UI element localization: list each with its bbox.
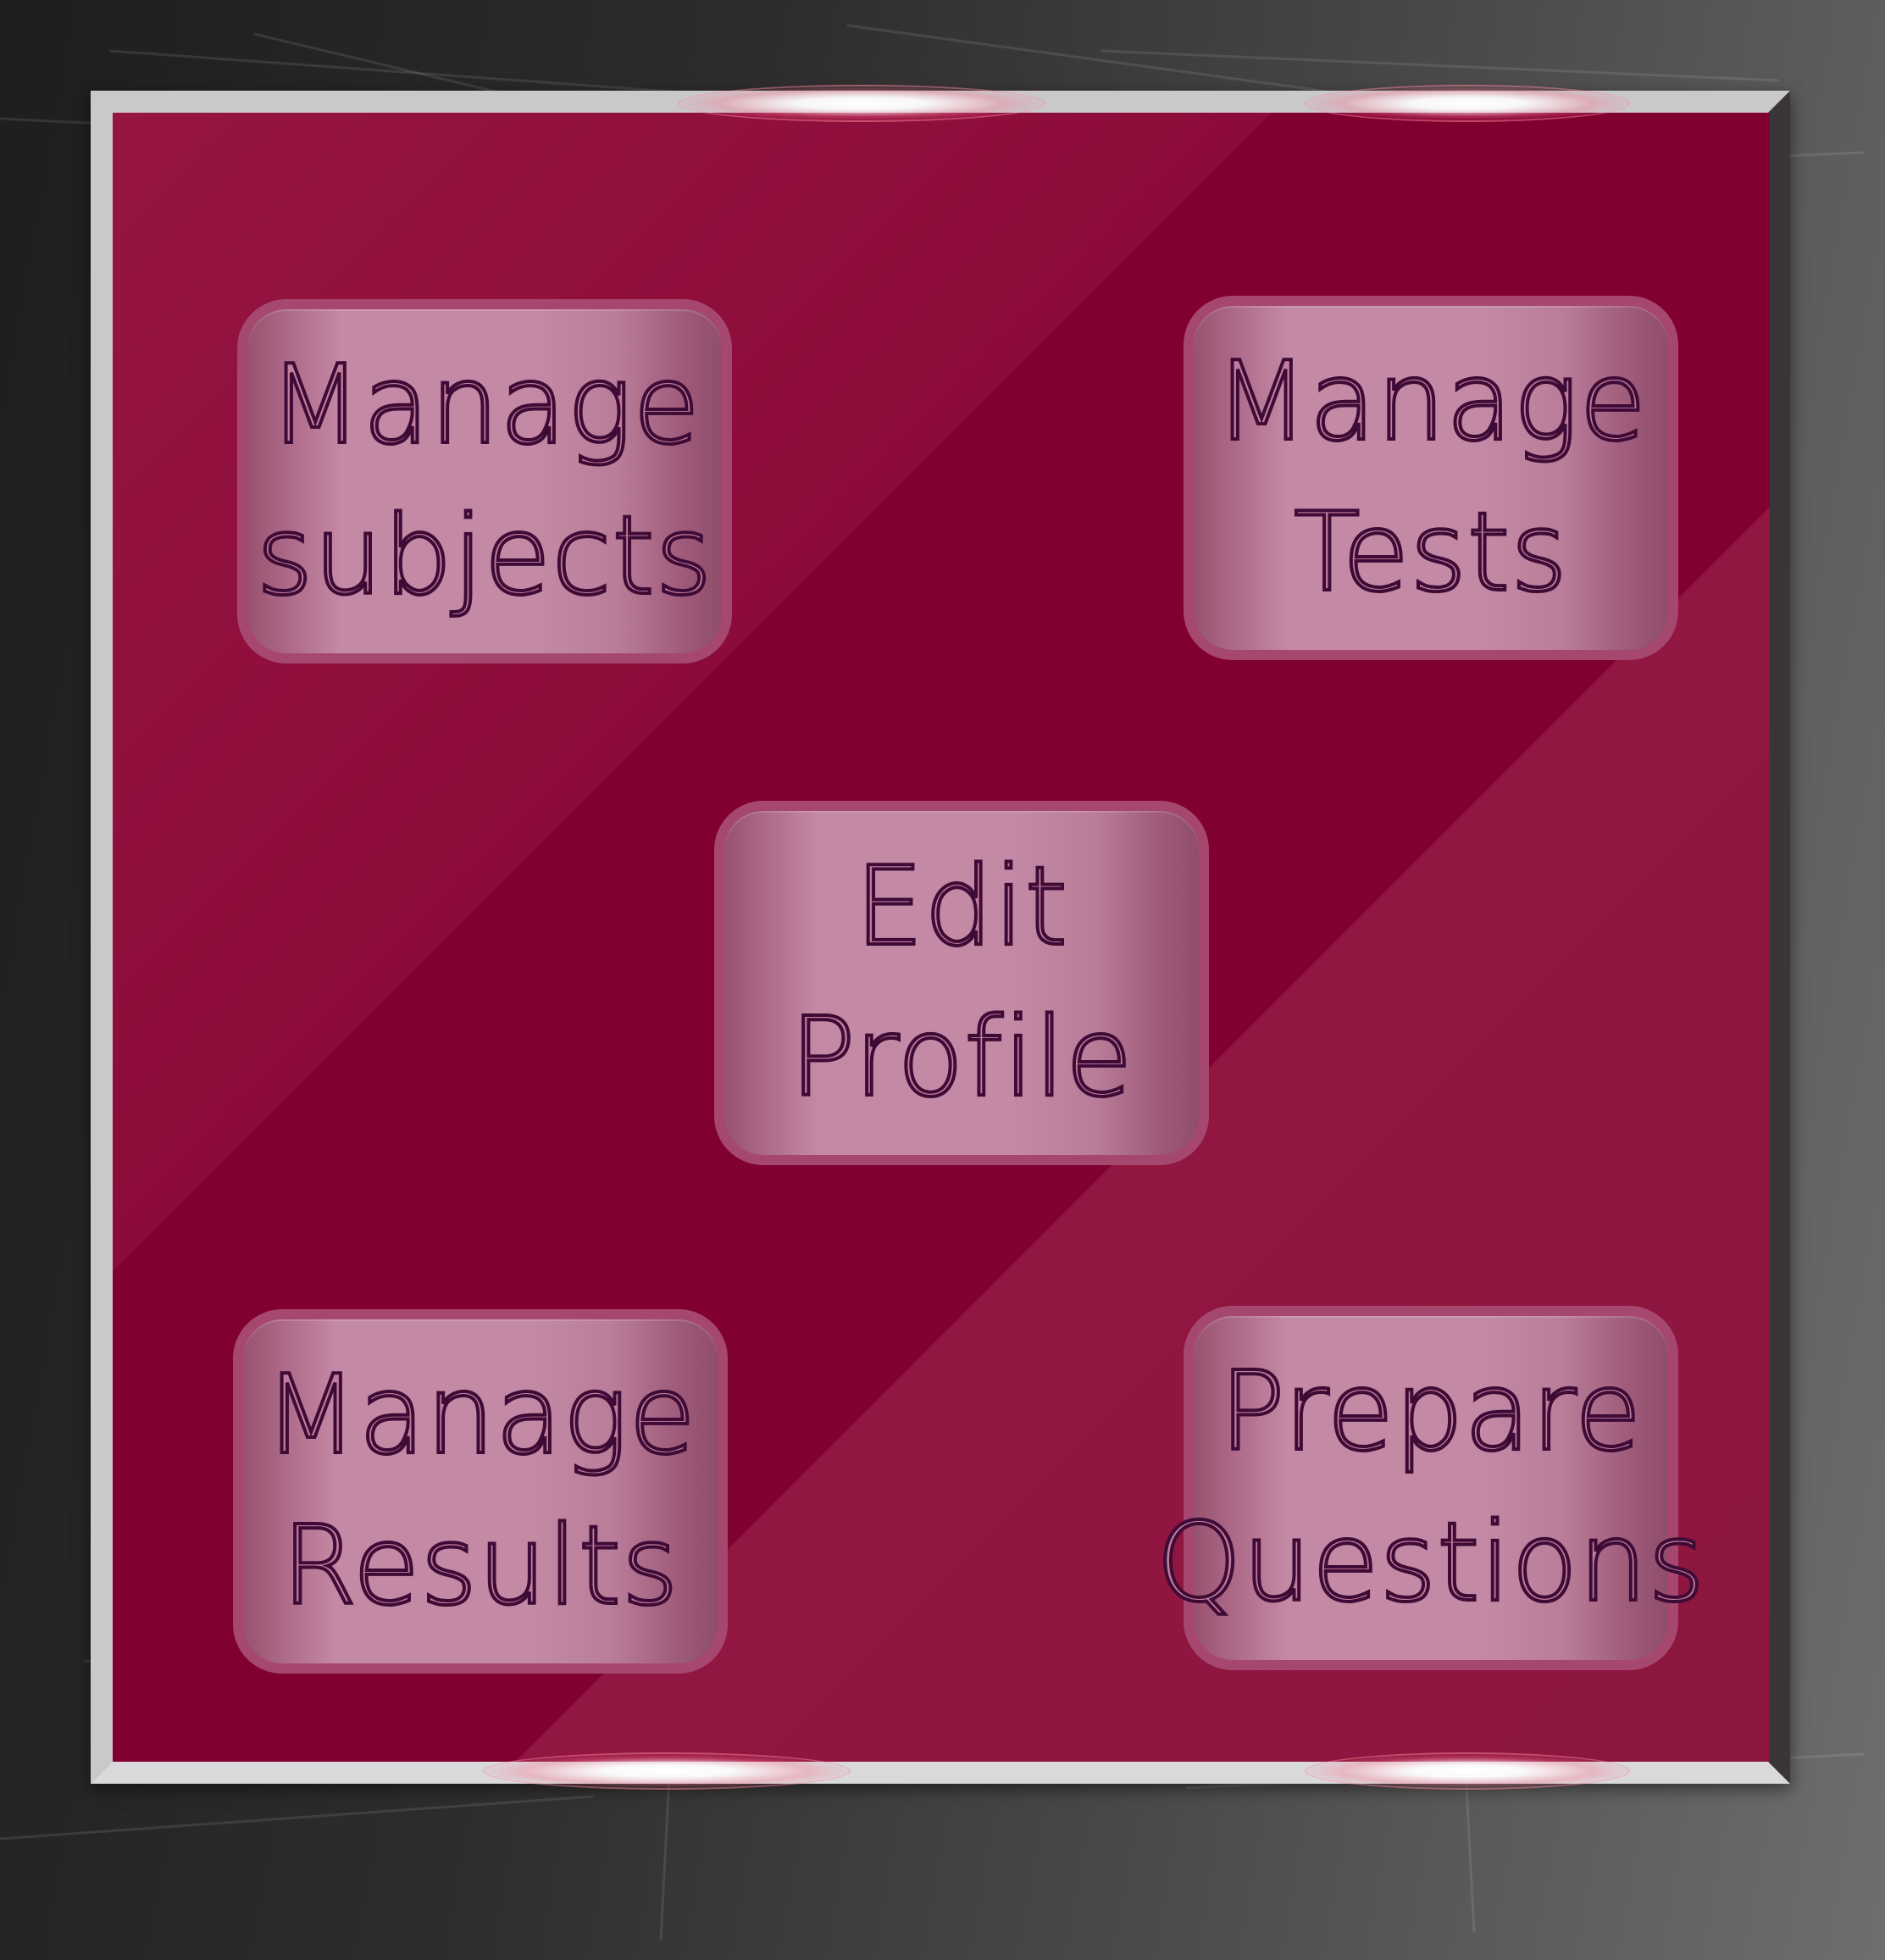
prepare-questions-line1: Prepare [1218,1347,1644,1477]
manage-results-line2: Results [280,1502,679,1631]
manage-subjects-button[interactable]: Manage subjects [237,299,732,664]
manage-tests-button[interactable]: Manage Tests [1184,296,1678,660]
manage-results-button[interactable]: Manage Results [233,1309,728,1674]
edit-profile-line1: Edit [853,842,1069,972]
edit-profile-button[interactable]: Edit Profile [714,801,1209,1165]
manage-subjects-line1: Manage [267,341,701,470]
prepare-questions-line2: Questions [1155,1498,1706,1628]
prepare-questions-button[interactable]: Prepare Questions [1155,1306,1706,1670]
manage-subjects-line2: subjects [255,491,714,621]
frame-light-top-left [678,85,1045,122]
manage-tests-line2: Tests [1292,488,1569,618]
frame-light-bottom-right [1305,1752,1630,1790]
frame-light-top-right [1305,85,1630,122]
frame-light-bottom-left [483,1752,851,1790]
edit-profile-line2: Profile [789,993,1134,1123]
manage-results-line1: Manage [263,1351,697,1480]
manage-tests-line1: Manage [1213,337,1648,467]
